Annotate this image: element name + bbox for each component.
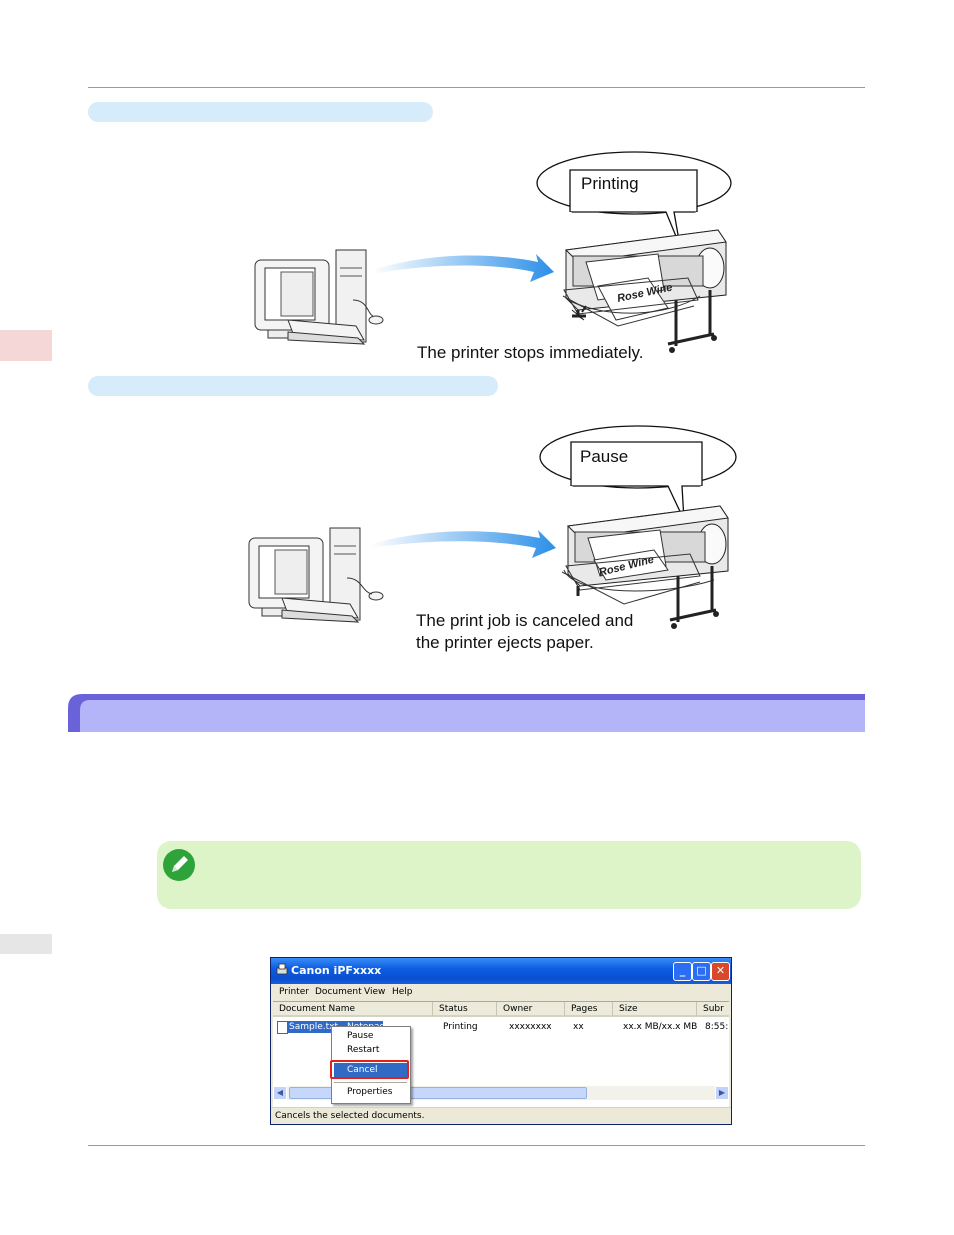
column-status[interactable]: Status (433, 1002, 497, 1017)
side-chapter-tab (0, 330, 52, 361)
context-menu: Pause Restart Cancel Properties (331, 1026, 411, 1104)
cell-submitted: 8:55: (705, 1022, 729, 1032)
window-title: Canon iPFxxxx (291, 964, 382, 977)
context-cancel[interactable]: Cancel (347, 1065, 378, 1075)
cell-owner: xxxxxxxx (509, 1022, 552, 1032)
context-separator (334, 1082, 407, 1083)
close-button[interactable]: ✕ (711, 962, 730, 981)
scroll-right-arrow-icon[interactable]: ▶ (715, 1086, 729, 1100)
window-title-bar[interactable]: Canon iPFxxxx _ □ ✕ (271, 958, 731, 984)
menu-bar: Printer Document View Help (271, 984, 731, 1000)
cancel-eject-illustration: Rose Wine Pause (248, 425, 737, 629)
print-queue-window: Canon iPFxxxx _ □ ✕ Printer Document Vie… (270, 957, 732, 1125)
note-pencil-icon (163, 849, 195, 881)
minimize-button[interactable]: _ (673, 962, 692, 981)
menu-view[interactable]: View (364, 987, 386, 997)
column-size[interactable]: Size (613, 1002, 697, 1017)
menu-help[interactable]: Help (392, 987, 413, 997)
menu-document[interactable]: Document (315, 987, 362, 997)
figure1-caption: The printer stops immediately. (417, 343, 644, 362)
figure2-caption-line2: the printer ejects paper. (416, 633, 594, 652)
cancel-highlight-box (330, 1060, 409, 1079)
menu-printer[interactable]: Printer (279, 987, 309, 997)
context-pause[interactable]: Pause (347, 1031, 374, 1041)
side-index-tab (0, 934, 52, 954)
column-document-name[interactable]: Document Name (273, 1002, 433, 1017)
arrow-icon (372, 254, 554, 282)
status-text: Cancels the selected documents. (275, 1111, 425, 1121)
context-properties[interactable]: Properties (347, 1087, 393, 1097)
status-bar: Cancels the selected documents. (271, 1107, 731, 1124)
computer-icon (248, 527, 384, 623)
maximize-button[interactable]: □ (692, 962, 711, 981)
printing-stop-illustration: Rose Wine Printing (254, 151, 732, 353)
maximize-icon: □ (696, 964, 707, 977)
context-selection-highlight (334, 1063, 407, 1077)
large-format-printer-icon (562, 229, 727, 353)
subheading-pill-2 (88, 376, 498, 396)
large-format-printer-icon (561, 505, 729, 629)
cell-size: xx.x MB/xx.x MB (623, 1022, 698, 1032)
cell-pages: xx (573, 1022, 584, 1032)
note-box (157, 841, 861, 909)
column-owner[interactable]: Owner (497, 1002, 565, 1017)
column-pages[interactable]: Pages (565, 1002, 613, 1017)
cell-status: Printing (443, 1022, 478, 1032)
context-restart[interactable]: Restart (347, 1045, 380, 1055)
header-rule (88, 87, 865, 88)
minimize-icon: _ (679, 964, 686, 977)
figure2-caption-line1: The print job is canceled and (416, 611, 634, 630)
bubble-label: Printing (581, 174, 639, 193)
computer-icon (254, 249, 384, 345)
arrow-icon (370, 530, 556, 558)
section-heading-bar (68, 694, 865, 732)
bubble-label: Pause (580, 447, 628, 466)
close-icon: ✕ (715, 964, 726, 977)
subheading-pill-1 (88, 102, 433, 122)
column-submitted[interactable]: Subr (697, 1002, 729, 1017)
footer-rule (88, 1145, 865, 1146)
printer-icon (276, 963, 288, 975)
scroll-left-arrow-icon[interactable]: ◀ (273, 1086, 287, 1100)
